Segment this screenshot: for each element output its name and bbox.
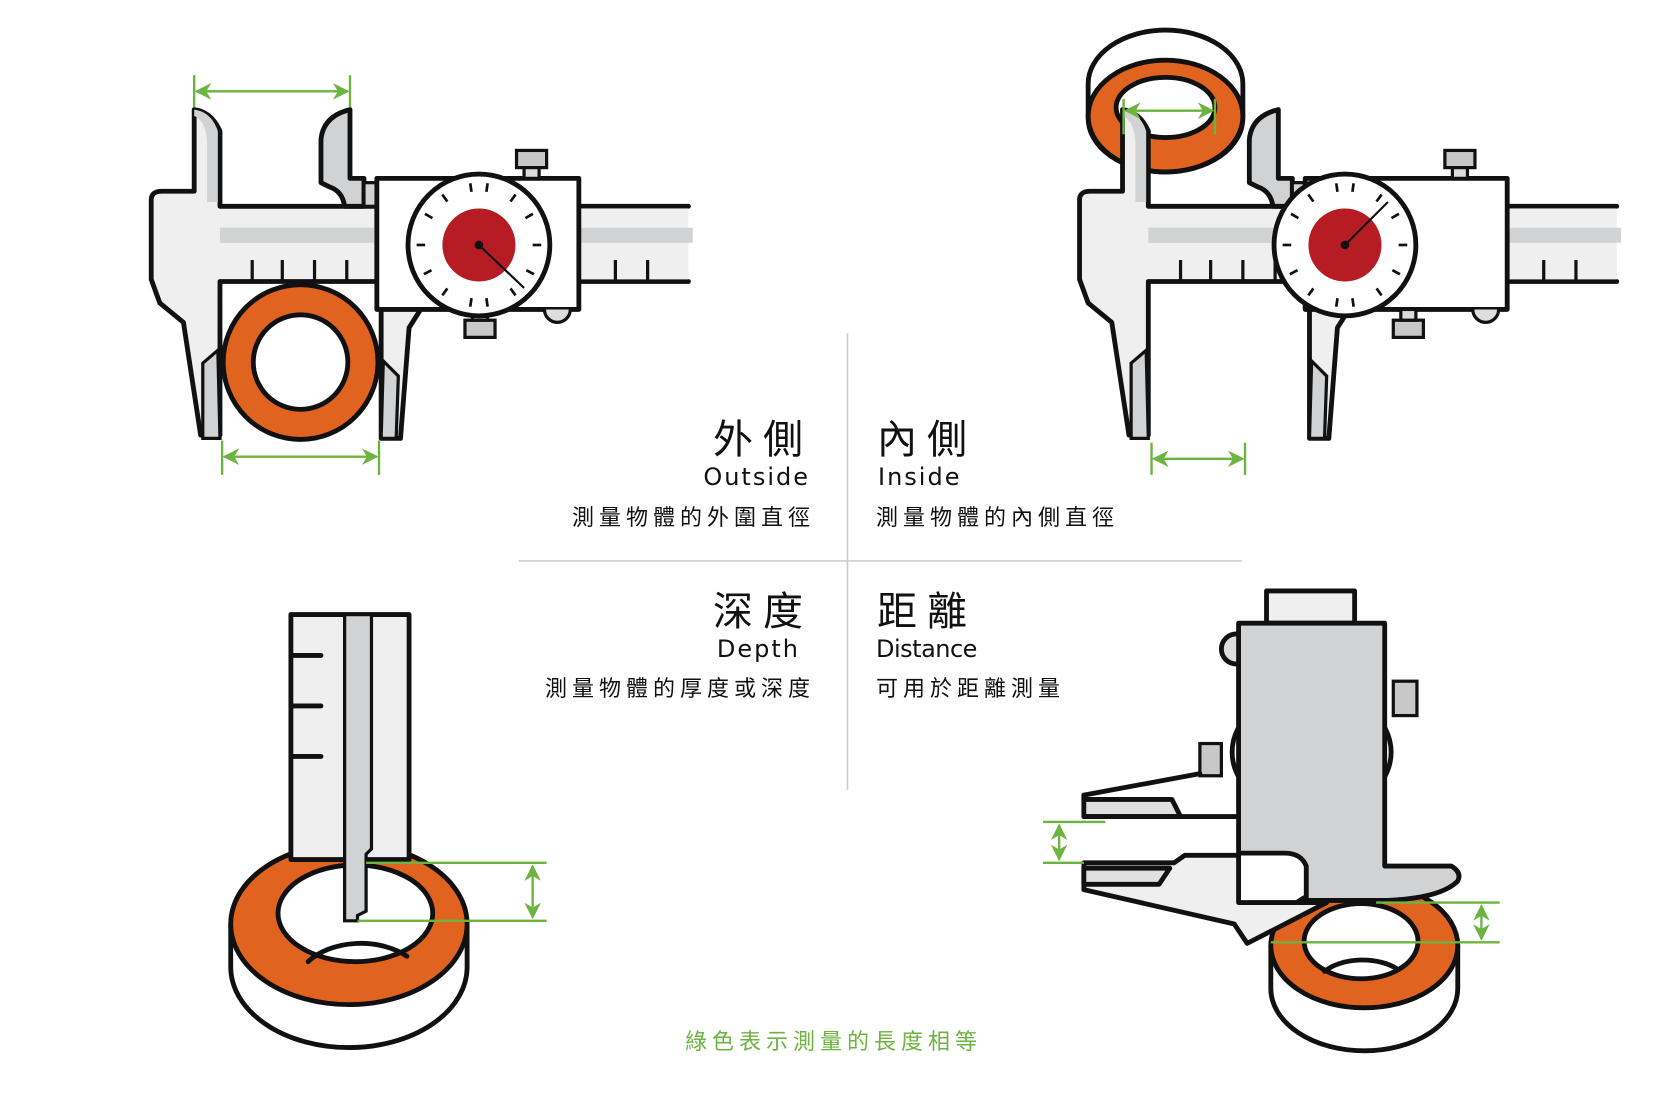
distance-title: 距離: [877, 589, 977, 635]
inside-caliper-illustration: [1080, 27, 1622, 475]
inside-subtitle: Inside: [878, 463, 962, 491]
distance-caliper-illustration: [1043, 588, 1500, 1054]
depth-subtitle: Depth: [716, 635, 800, 663]
distance-subtitle: Distance: [876, 635, 977, 663]
distance-description: 可用於距離測量: [876, 677, 1066, 702]
inside-description: 測量物體的內側直徑: [876, 506, 1120, 531]
distance-measure-arrows: [1043, 820, 1500, 944]
depth-caliper-illustration: [228, 612, 547, 1050]
outside-description: 測量物體的外圍直徑: [571, 506, 815, 531]
outside-subtitle: Outside: [703, 463, 810, 491]
depth-measure-arrows: [357, 861, 547, 923]
outside-measure-arrows: [193, 75, 381, 475]
outside-title: 外側: [713, 417, 813, 463]
outside-ring: [220, 282, 381, 442]
depth-title: 深度: [713, 589, 813, 635]
outside-caliper-illustration: [151, 75, 693, 475]
depth-description: 測量物體的厚度或深度: [544, 677, 815, 702]
inside-title: 內側: [877, 417, 977, 463]
footer-note: 綠色表示測量的長度相等: [684, 1030, 982, 1055]
inside-ring: [1085, 27, 1246, 175]
inside-measure-arrows: [1122, 98, 1247, 475]
